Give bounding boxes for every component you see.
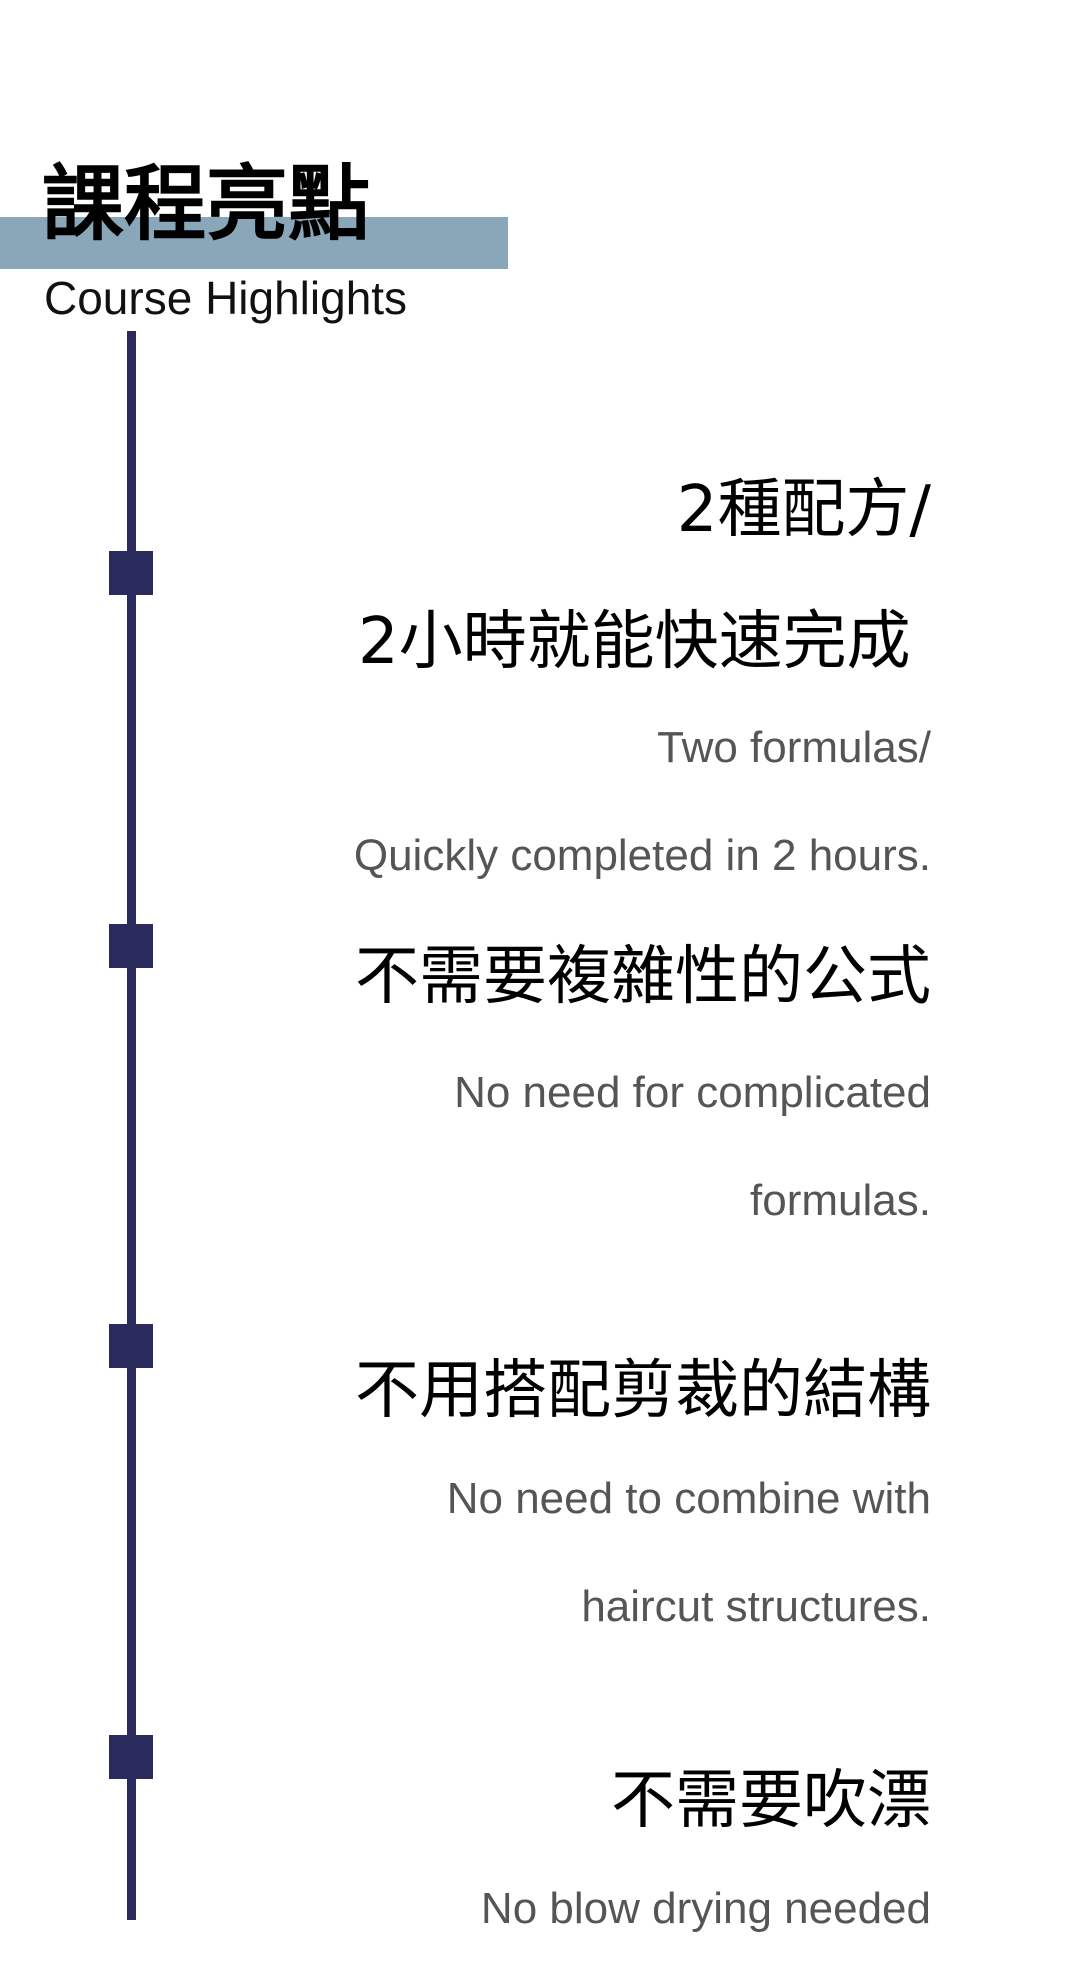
highlight-description: formulas. <box>750 1176 931 1225</box>
highlight-item: 不需要吹漂 No blow drying needed <box>481 1716 931 1963</box>
title-highlight-bar <box>0 217 508 269</box>
timeline-marker <box>109 551 153 595</box>
timeline-marker <box>109 1735 153 1779</box>
timeline-marker <box>109 1324 153 1368</box>
highlight-heading: 2種配方/ <box>676 473 931 547</box>
highlight-item: 不用搭配剪裁的結構 No need to combine with haircu… <box>355 1306 931 1661</box>
highlight-description: haircut structures. <box>581 1582 931 1631</box>
page-title: 課程亮點 <box>42 157 371 252</box>
page-subtitle: Course Highlights <box>44 272 408 324</box>
highlight-item: 2種配方/ 2小時就能快速完成 Two formulas/ Quickly co… <box>354 425 931 910</box>
timeline-marker <box>109 924 153 968</box>
highlight-heading: 2小時就能快速完成 <box>357 605 931 679</box>
highlight-heading: 不需要吹漂 <box>611 1764 931 1838</box>
highlight-description: No need to combine with <box>446 1474 931 1523</box>
highlight-description: No blow drying needed <box>480 1884 931 1933</box>
highlight-item: 不需要複雜性的公式 No need for complicated formul… <box>355 892 931 1255</box>
highlight-heading: 不用搭配剪裁的結構 <box>355 1354 931 1428</box>
highlight-description: Quickly completed in 2 hours. <box>353 831 931 880</box>
highlight-heading: 不需要複雜性的公式 <box>355 940 931 1014</box>
highlight-description: Two formulas/ <box>657 723 931 772</box>
timeline-line <box>127 331 136 1920</box>
highlight-description: No need for complicated <box>454 1068 931 1117</box>
